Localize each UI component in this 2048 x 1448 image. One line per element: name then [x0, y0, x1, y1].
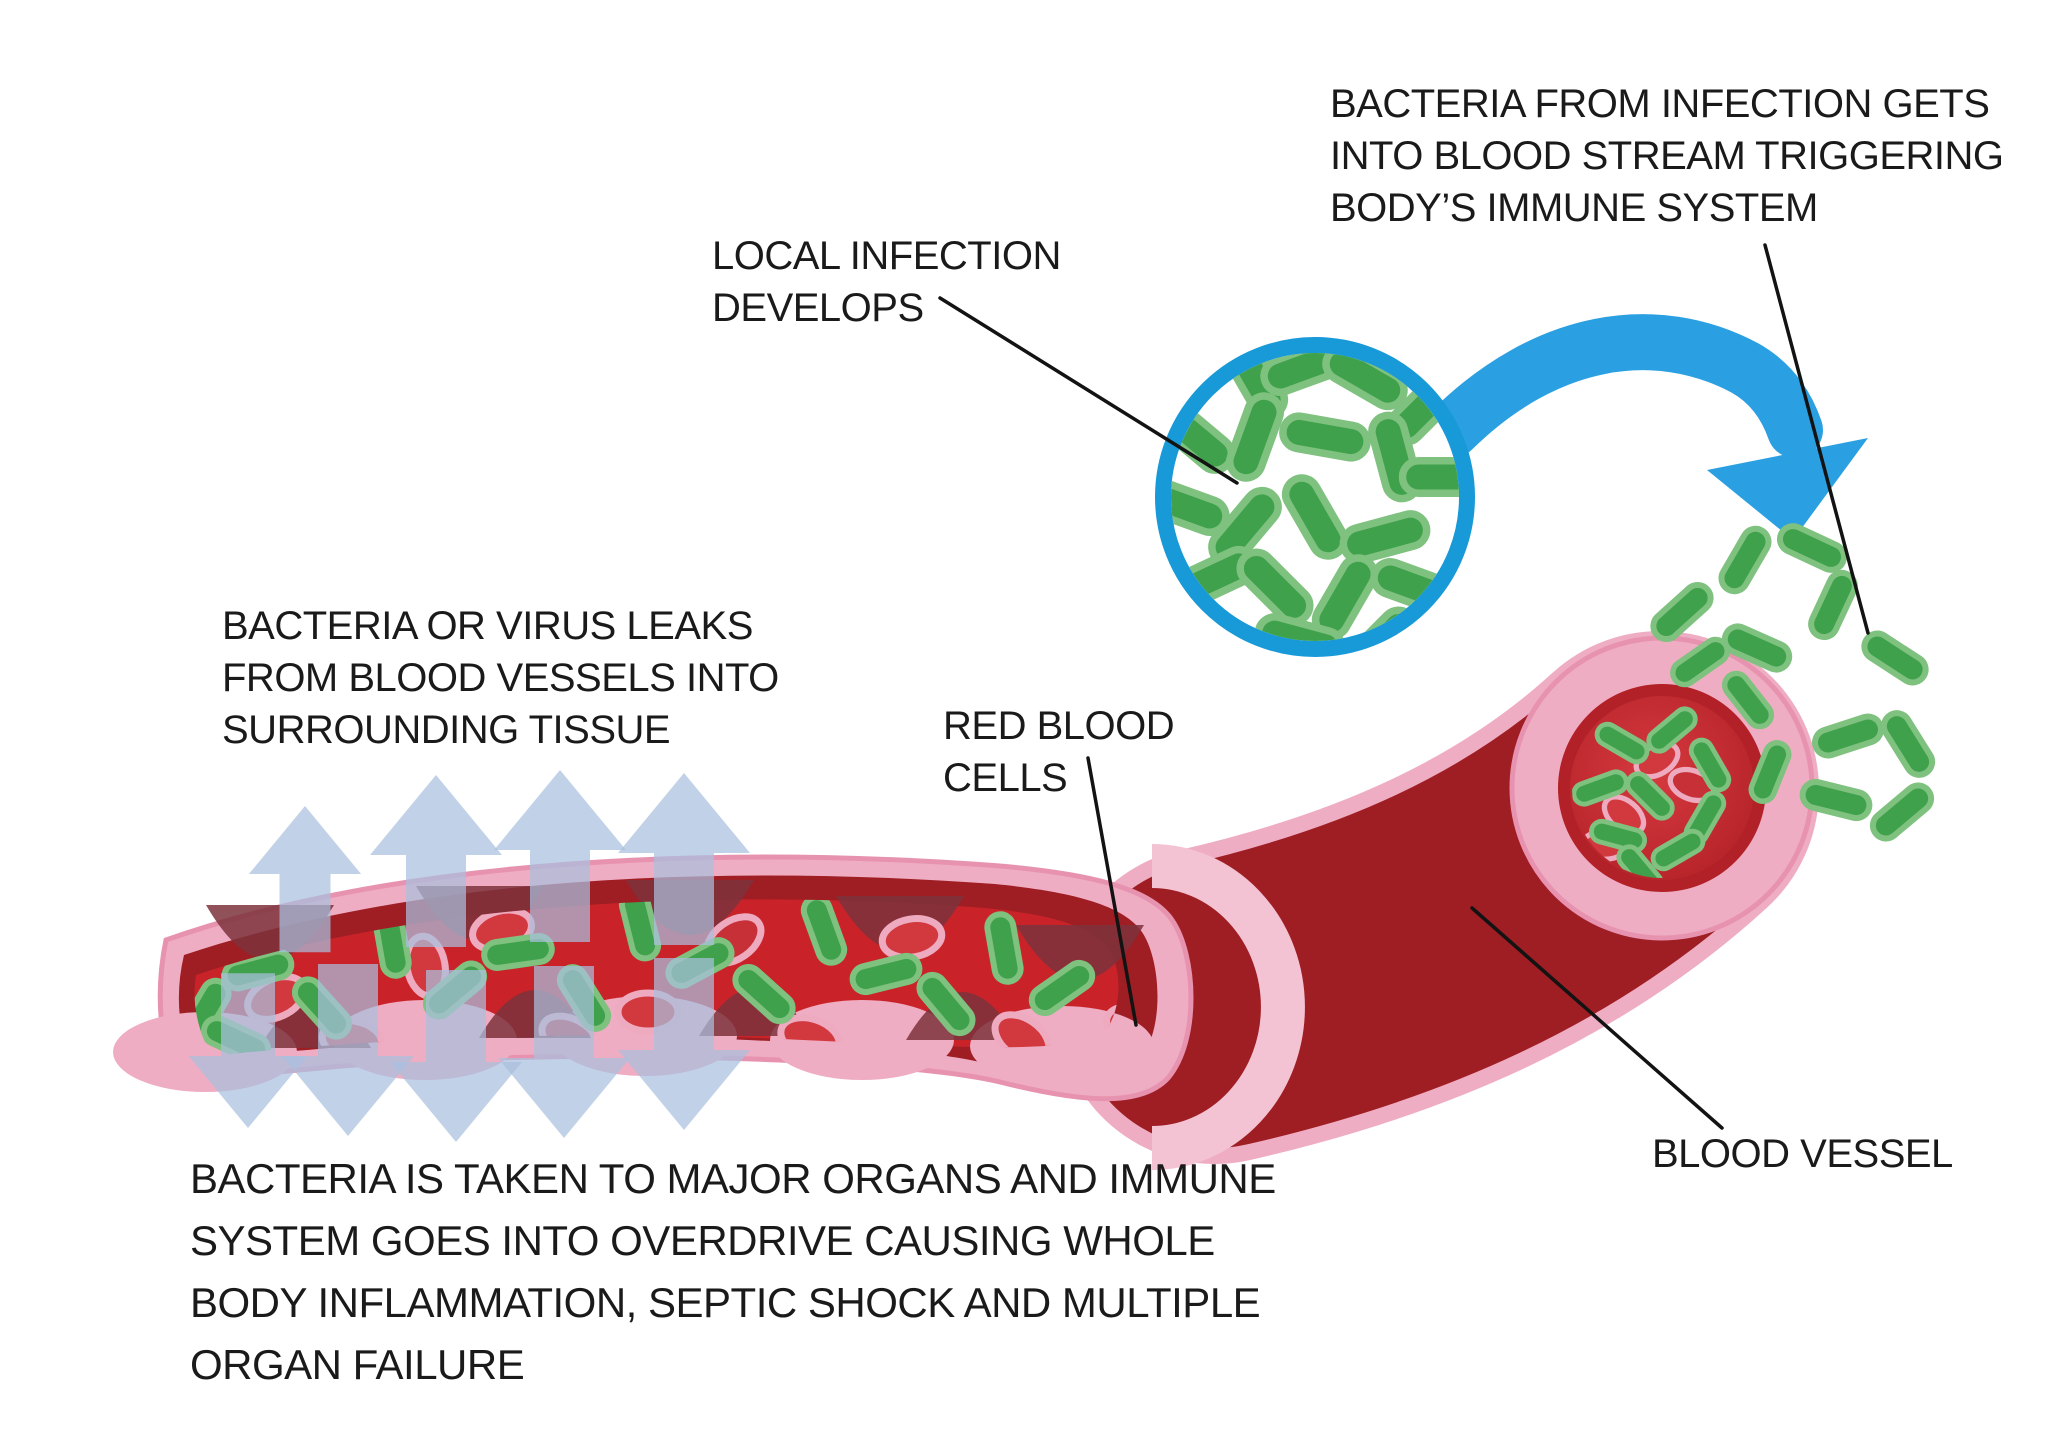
leader-line [1470, 906, 1724, 1130]
label-infection-trigger: BACTERIA FROM INFECTION GETS INTO BLOOD … [1330, 82, 2004, 230]
vessel-cross-section [1509, 635, 1815, 941]
bacterium-rod-icon [1717, 524, 1774, 596]
label-local-infection: LOCAL INFECTION DEVELOPS [712, 234, 1061, 330]
label-blood-vessel: BLOOD VESSEL [1652, 1132, 1953, 1176]
label-outcome: BACTERIA IS TAKEN TO MAJOR ORGANS AND IM… [190, 1155, 1276, 1389]
label-red-blood-cells: RED BLOOD CELLS [943, 704, 1175, 800]
bacterium-rod-icon [1807, 569, 1859, 642]
bacterium-rod-icon [1879, 708, 1937, 779]
bacterium-rod-icon [1859, 629, 1930, 688]
leader-line [938, 296, 1239, 485]
bacterium-rod-icon [1776, 522, 1849, 574]
leader-lines-group [938, 243, 1870, 1130]
bacterium-rod-icon [1868, 780, 1937, 844]
bacterium-rod-icon [1812, 713, 1885, 759]
magnifier-circle-icon [1155, 337, 1475, 657]
leader-line [1086, 756, 1138, 1027]
leak-arrows-down-group [188, 958, 750, 1142]
leader-line [1763, 243, 1870, 635]
vessel-bend-wall-wedge [1151, 844, 1305, 1170]
flow-arrow-icon [1424, 314, 1868, 540]
label-leak: BACTERIA OR VIRUS LEAKS FROM BLOOD VESSE… [222, 604, 779, 752]
